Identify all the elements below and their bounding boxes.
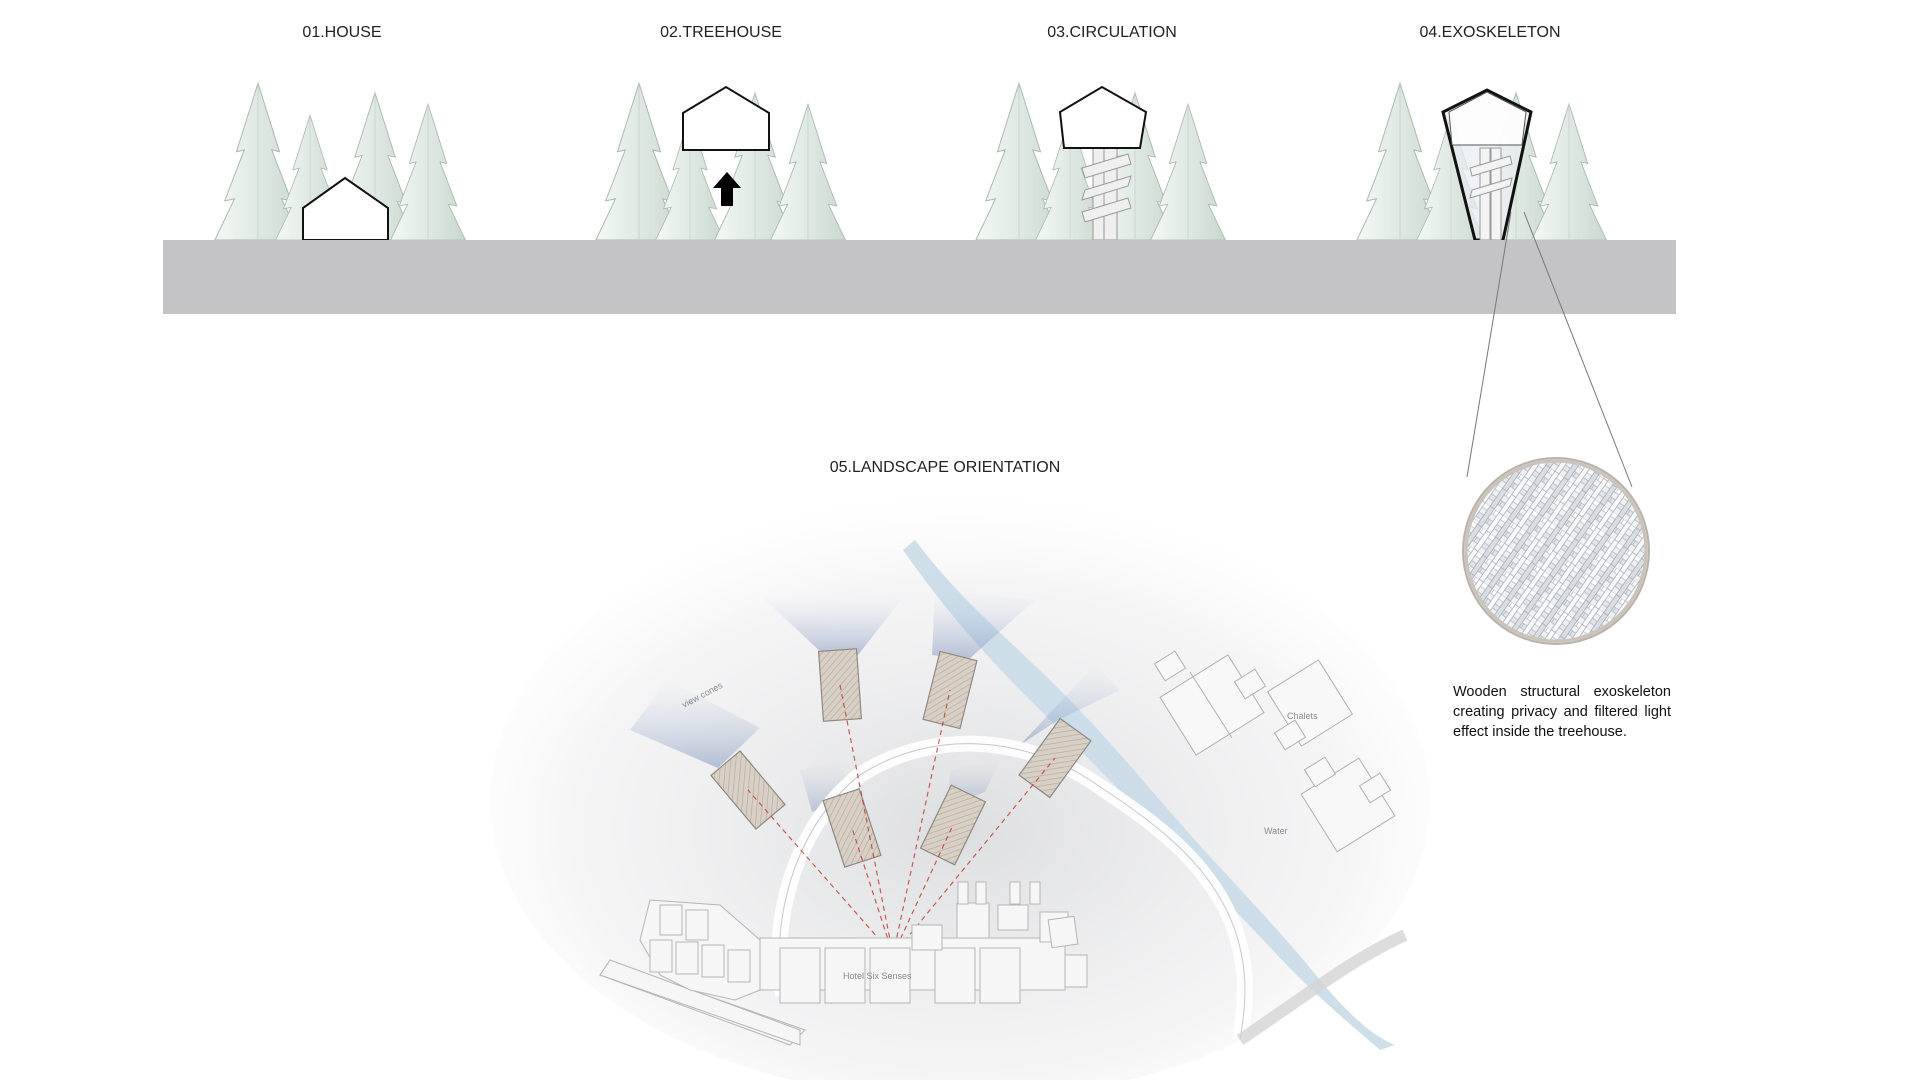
site-plan: view cones Chalets Water Hotel Six Sense…: [490, 500, 1430, 1080]
step-house-illustration: [214, 82, 466, 241]
step-title-house: 01.HOUSE: [302, 24, 381, 41]
raised-house-shape: [682, 85, 770, 151]
ground-strip: [163, 240, 1676, 314]
treehouse-shape: [1058, 85, 1148, 149]
step-title-circulation: 03.CIRCULATION: [1047, 24, 1177, 41]
leader-line: [1466, 211, 1512, 478]
sightlines: [747, 684, 1056, 956]
exoskeleton-detail-circle: [1462, 457, 1650, 645]
exoskeleton-caption: Wooden structural exoskeleton creating p…: [1453, 684, 1671, 740]
view-cone: [1020, 665, 1120, 745]
lift-arrow-icon: [713, 172, 741, 206]
view-cone: [932, 590, 1035, 660]
label-chalets: Chalets: [1287, 711, 1318, 721]
view-cone: [630, 680, 760, 768]
view-cone: [760, 595, 905, 655]
stair-tower: [1081, 147, 1132, 241]
step-circulation-illustration: [975, 82, 1226, 241]
river: [903, 540, 1395, 1050]
step-treehouse-illustration: [595, 82, 846, 241]
hotel-buildings: [598, 881, 1088, 1046]
label-hotel: Hotel Six Senses: [843, 971, 912, 981]
step-exoskeleton-illustration: [1356, 82, 1607, 242]
step-title-exoskeleton: 04.EXOSKELETON: [1419, 24, 1560, 41]
step-title-treehouse: 02.TREEHOUSE: [660, 24, 782, 41]
landscape-title: 05.LANDSCAPE ORIENTATION: [830, 459, 1061, 476]
label-water: Water: [1264, 826, 1288, 836]
chalets: [1153, 650, 1396, 853]
leader-line: [1523, 211, 1633, 488]
